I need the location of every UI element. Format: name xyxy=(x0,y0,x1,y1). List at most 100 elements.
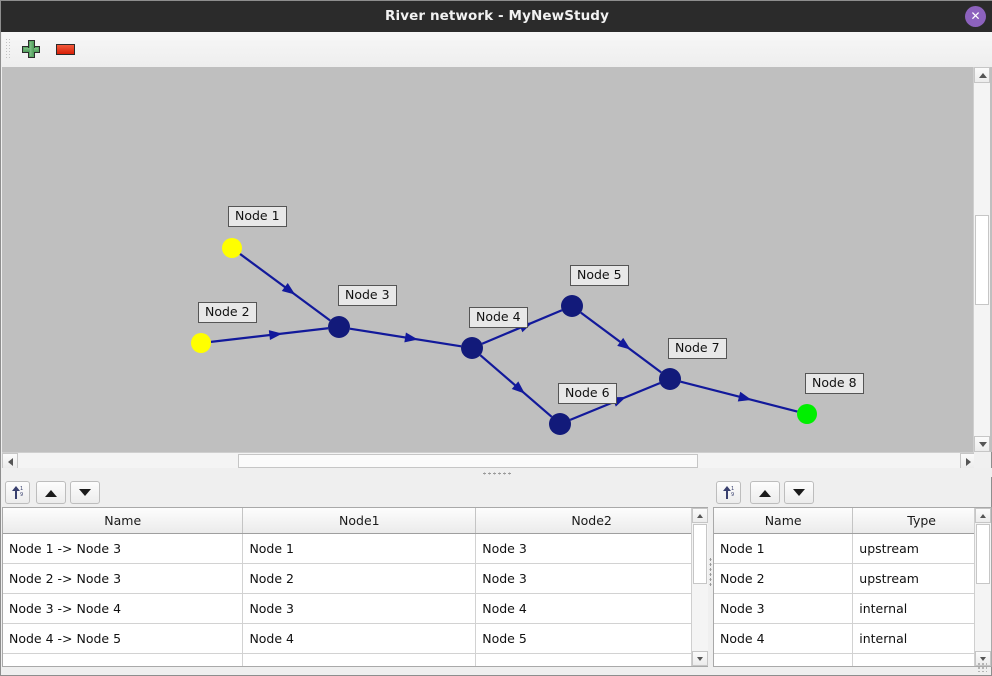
vertical-splitter[interactable] xyxy=(708,477,713,667)
cell-name[interactable] xyxy=(3,653,244,666)
node-label[interactable]: Node 2 xyxy=(198,302,257,323)
network-graph xyxy=(191,238,817,435)
cell-name[interactable] xyxy=(714,653,854,666)
scroll-down-icon[interactable] xyxy=(974,436,990,452)
reaches-table-scrollbar[interactable] xyxy=(691,508,708,666)
reaches-scroll-down-icon[interactable] xyxy=(692,651,708,666)
cell-name[interactable]: Node 2 -> Node 3 xyxy=(3,563,244,594)
window-titlebar: River network - MyNewStudy ✕ xyxy=(1,1,992,32)
cell-node2[interactable]: Node 4 xyxy=(475,593,708,624)
toolbar-drag-handle[interactable] xyxy=(5,38,10,60)
column-header-node2[interactable]: Node2 xyxy=(475,508,708,534)
main-toolbar xyxy=(2,32,992,68)
node-label[interactable]: Node 4 xyxy=(469,307,528,328)
graph-node[interactable] xyxy=(461,337,483,359)
edge-arrowhead xyxy=(737,391,752,402)
horizontal-scroll-thumb[interactable] xyxy=(238,454,698,468)
reaches-move-down-button[interactable] xyxy=(70,481,100,504)
edge-arrowhead xyxy=(281,282,296,295)
edge-arrowhead xyxy=(511,381,525,394)
node-label[interactable]: Node 5 xyxy=(570,265,629,286)
node-label[interactable]: Node 7 xyxy=(668,338,727,359)
graph-node[interactable] xyxy=(191,333,211,353)
cell-name[interactable]: Node 3 -> Node 4 xyxy=(3,593,244,624)
cell-node1[interactable]: Node 2 xyxy=(242,563,477,594)
cell-name[interactable]: Node 1 -> Node 3 xyxy=(3,533,244,564)
graph-node[interactable] xyxy=(328,316,350,338)
cell-node2[interactable]: Node 3 xyxy=(475,563,708,594)
cell-name[interactable]: Node 2 xyxy=(714,563,854,594)
node-label[interactable]: Node 3 xyxy=(338,285,397,306)
cell-name[interactable]: Node 4 -> Node 5 xyxy=(3,623,244,654)
cell-node1[interactable]: Node 4 xyxy=(242,623,477,654)
canvas-vertical-scrollbar[interactable] xyxy=(973,67,990,452)
network-canvas[interactable]: Node 1 Node 2 Node 3 Node 4 Node 5 Node 6 Node… xyxy=(2,67,992,452)
scroll-up-icon[interactable] xyxy=(974,67,990,83)
graph-node[interactable] xyxy=(222,238,242,258)
canvas-horizontal-scrollbar[interactable] xyxy=(2,452,976,469)
cell-name[interactable]: Node 3 xyxy=(714,593,854,624)
node-label[interactable]: Node 8 xyxy=(805,373,864,394)
cell-node2[interactable]: Node 5 xyxy=(475,623,708,654)
graph-node[interactable] xyxy=(797,404,817,424)
edge-arrowhead xyxy=(617,337,631,350)
cell-node2[interactable]: Node 3 xyxy=(475,533,708,564)
resize-grip[interactable] xyxy=(977,662,987,672)
column-header-name[interactable]: Name xyxy=(3,508,244,534)
reaches-scroll-thumb[interactable] xyxy=(693,524,707,584)
add-node-icon[interactable] xyxy=(22,40,42,60)
cell-node1[interactable]: Node 3 xyxy=(242,593,477,624)
graph-node[interactable] xyxy=(561,295,583,317)
cell-type[interactable]: upstream xyxy=(852,563,991,594)
column-header-node1[interactable]: Node1 xyxy=(242,508,477,534)
nodes-scroll-up-icon[interactable] xyxy=(975,508,991,523)
reaches-move-up-button[interactable] xyxy=(36,481,66,504)
cell-type[interactable] xyxy=(852,653,991,666)
delete-node-icon[interactable] xyxy=(56,44,76,56)
horizontal-splitter[interactable] xyxy=(2,468,992,477)
nodes-move-up-button[interactable] xyxy=(750,481,780,504)
graph-edge[interactable] xyxy=(680,380,798,413)
cell-type[interactable]: upstream xyxy=(852,533,991,564)
nodes-table-row[interactable] xyxy=(714,653,991,666)
cell-name[interactable]: Node 1 xyxy=(714,533,854,564)
column-header-name[interactable]: Name xyxy=(714,508,854,534)
nodes-table-scrollbar[interactable] xyxy=(974,508,991,666)
column-header-type[interactable]: Type xyxy=(852,508,991,534)
nodes-move-down-button[interactable] xyxy=(784,481,814,504)
cell-node1[interactable] xyxy=(242,653,477,666)
close-icon[interactable]: ✕ xyxy=(965,6,986,27)
cell-type[interactable]: internal xyxy=(852,623,991,654)
cell-node1[interactable]: Node 1 xyxy=(242,533,477,564)
cell-type[interactable]: internal xyxy=(852,593,991,624)
node-label[interactable]: Node 1 xyxy=(228,206,287,227)
scroll-left-icon[interactable] xyxy=(2,453,18,469)
reaches-scroll-up-icon[interactable] xyxy=(692,508,708,523)
vertical-scroll-thumb[interactable] xyxy=(975,215,989,305)
arrow-down-icon xyxy=(79,488,91,496)
node-label[interactable]: Node 6 xyxy=(558,383,617,404)
graph-node[interactable] xyxy=(659,368,681,390)
cell-node2[interactable] xyxy=(475,653,708,666)
nodes-scroll-thumb[interactable] xyxy=(976,524,990,584)
graph-node[interactable] xyxy=(549,413,571,435)
reaches-table-row[interactable] xyxy=(3,653,708,666)
cell-name[interactable]: Node 4 xyxy=(714,623,854,654)
